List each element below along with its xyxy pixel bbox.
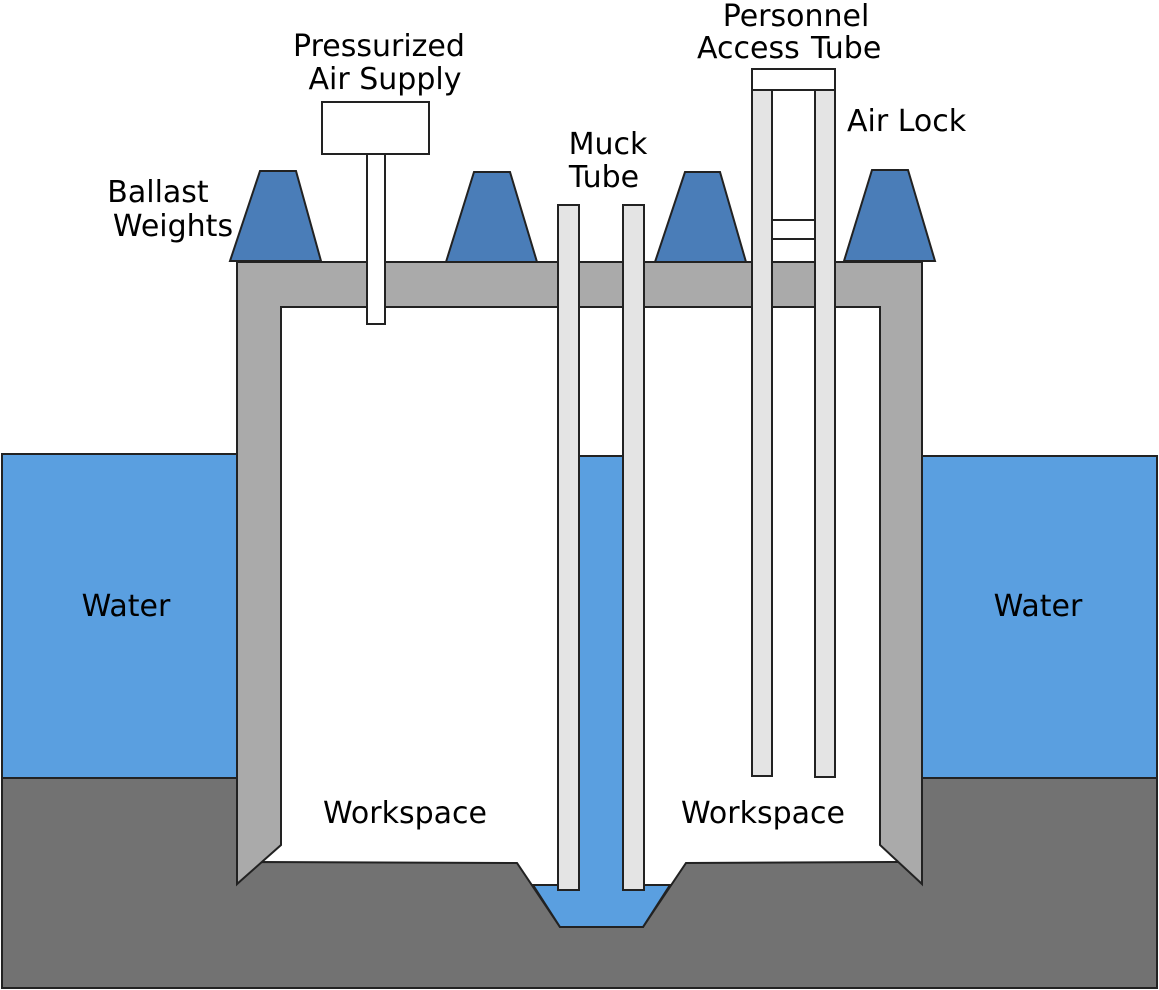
ballast-weight-2 <box>444 171 539 263</box>
muck-tube-water <box>579 456 623 886</box>
water-label-right: Water <box>994 589 1083 624</box>
caisson-wall <box>236 261 923 887</box>
access-tube-wall-right <box>814 89 836 778</box>
access-tube-wall-left <box>751 89 773 777</box>
pressurized-air-label-2: Air Supply <box>309 62 462 97</box>
air-lock-door <box>771 219 816 240</box>
air-supply-pipe <box>366 153 386 325</box>
workspace-label-left: Workspace <box>323 796 487 831</box>
personnel-label-2b: Tube <box>810 31 881 66</box>
water-right <box>921 455 1158 779</box>
muck-tube-wall-right <box>622 204 645 891</box>
air-supply-box <box>321 101 430 155</box>
access-tube-cap <box>751 68 836 91</box>
workspace-label-right: Workspace <box>681 796 845 831</box>
muck-tube-label-2: Tube <box>568 160 639 195</box>
muck-tube-wall-left <box>557 204 580 891</box>
ballast-weight-3 <box>653 171 748 263</box>
air-lock-label: Air Lock <box>847 104 967 139</box>
ballast-label-2: Weights <box>113 209 233 244</box>
water-label-left: Water <box>82 589 171 624</box>
muck-tube-label-1: Muck <box>569 127 648 162</box>
pressurized-air-label-1: Pressurized <box>293 29 465 64</box>
personnel-label-1: Personnel <box>723 0 870 34</box>
personnel-label-2a: Access <box>697 31 800 66</box>
ballast-label-1: Ballast <box>107 175 209 210</box>
ballast-weight-1 <box>228 170 323 262</box>
ballast-weight-4 <box>842 169 937 262</box>
